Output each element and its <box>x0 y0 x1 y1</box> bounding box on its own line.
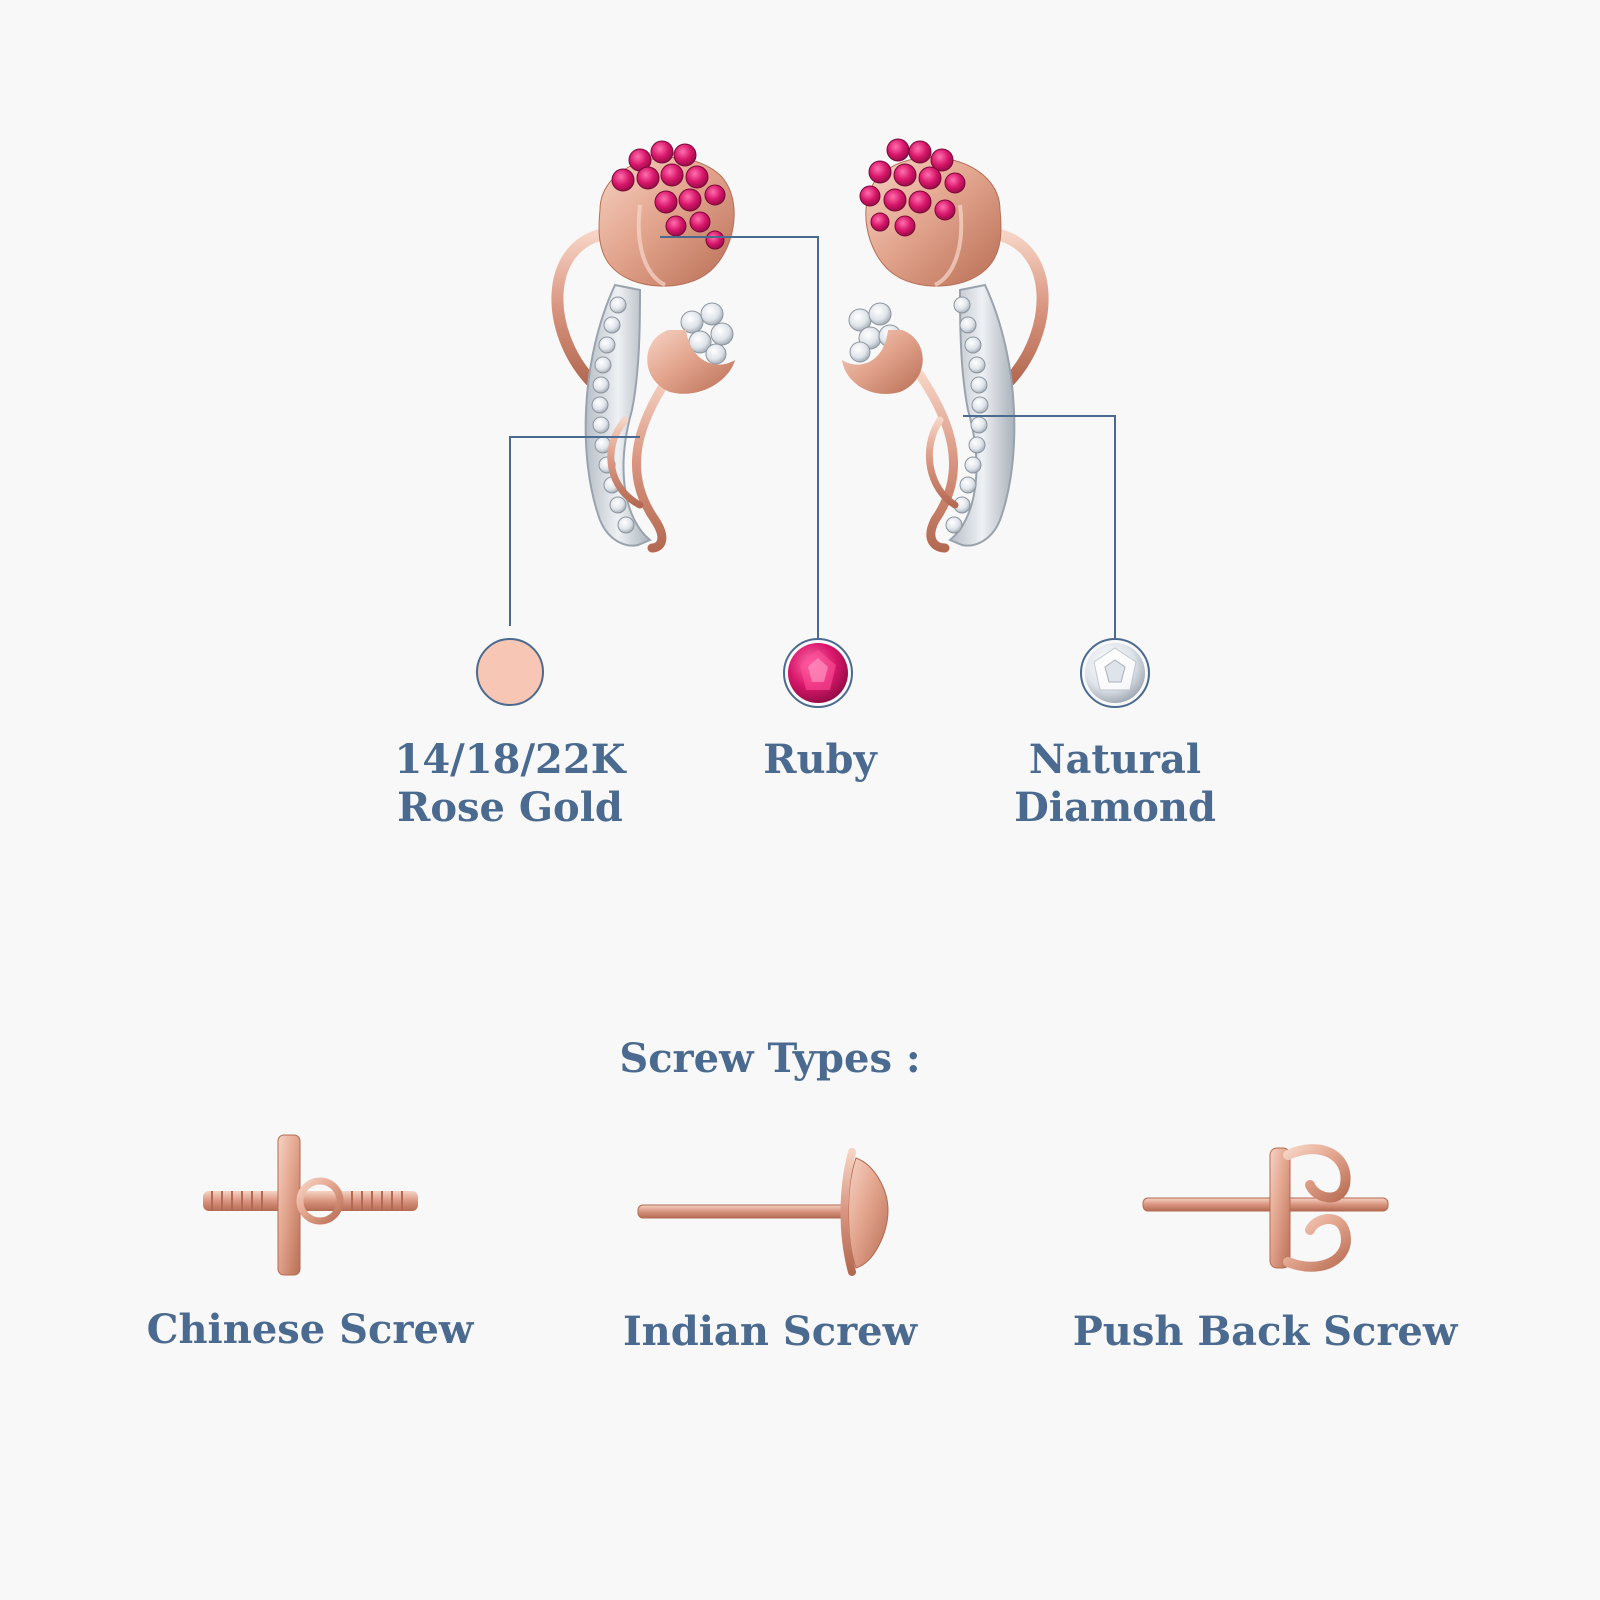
indian-screw-label: Indian Screw <box>622 1308 918 1355</box>
chinese-screw-label: Chinese Screw <box>146 1306 474 1353</box>
ruby-connector <box>660 236 819 638</box>
natural-diamond-label-line2: Diamond <box>1014 784 1216 831</box>
diamond-connector <box>963 415 1116 638</box>
push-back-screw-label: Push Back Screw <box>1072 1308 1458 1355</box>
chinese-screw-icon <box>203 1134 418 1276</box>
ruby-label-line1: Ruby <box>763 736 877 783</box>
rose-gold-swatch <box>476 638 544 706</box>
rose-gold-label-line1: 14/18/22K <box>394 736 626 783</box>
rose-gold-label-line2: Rose Gold <box>397 784 623 831</box>
diamond-swatch <box>1080 638 1150 708</box>
right-earring-image <box>842 138 1049 553</box>
rose-gold-label: 14/18/22K Rose Gold <box>360 736 660 832</box>
left-earring-image <box>551 140 735 553</box>
natural-diamond-label-line1: Natural <box>1028 736 1202 783</box>
screw-types-title: Screw Types : <box>619 1035 921 1082</box>
push-back-screw-icon <box>1142 1144 1389 1272</box>
ruby-swatch <box>783 638 853 708</box>
natural-diamond-label: Natural Diamond <box>965 736 1265 832</box>
indian-screw-icon <box>637 1148 889 1276</box>
ruby-label: Ruby <box>720 736 920 784</box>
rose-gold-connector <box>509 436 640 626</box>
